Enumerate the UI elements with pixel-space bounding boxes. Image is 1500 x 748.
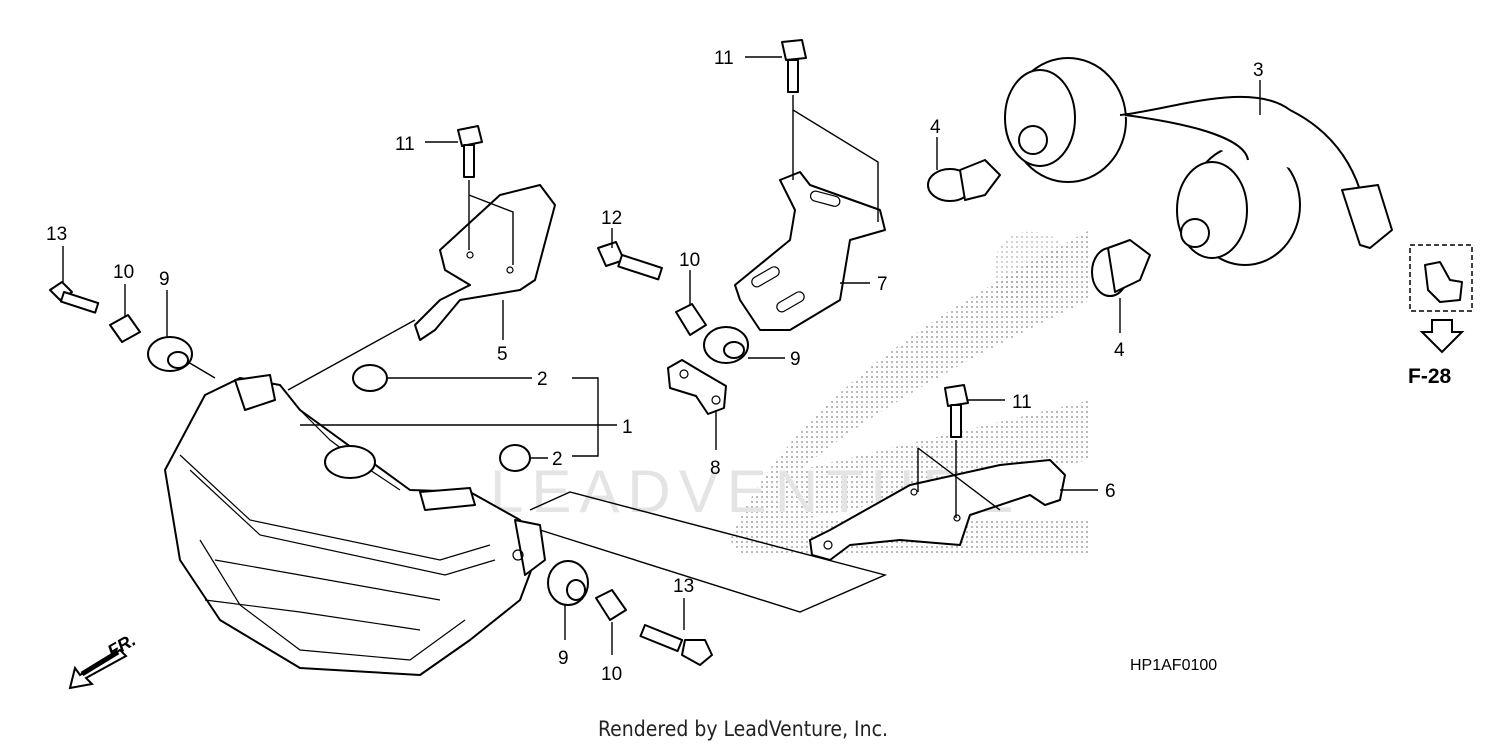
callout-2-lower: 2 [552,449,563,470]
callout-4-lower: 4 [1114,340,1125,361]
bolt-11-bracket7 [781,39,807,93]
callout-8: 8 [710,458,721,479]
callout-3: 3 [1253,60,1264,81]
reference-label: F-28 [1408,365,1452,388]
callout-11-bracket5: 11 [395,134,415,155]
collar-10-bottom [595,589,627,621]
callout-10-bottom: 10 [601,664,622,685]
bolt-11-bracket5 [457,125,483,178]
socket-assembly-3 [1004,57,1393,266]
leader-lines [62,56,1261,655]
bulb-4-upper [927,159,1001,202]
front-direction-arrow [68,648,128,690]
collar-10-left [109,314,141,343]
bracket-6 [809,459,1066,561]
callout-13-bottom: 13 [673,576,694,597]
callout-1: 1 [622,417,633,438]
clamp-8 [667,359,727,415]
callout-10-middle: 10 [679,250,700,271]
bolt-13-bottom [639,624,713,666]
collar-10-middle [675,303,707,336]
callout-9-bottom: 9 [558,648,569,669]
bolt-12 [597,241,663,281]
grommet-9-middle [703,326,749,364]
headlight-assembly [164,374,546,676]
reference-f28-box [1409,244,1473,354]
callout-13-top: 13 [46,224,67,245]
grommet-9-bottom [547,560,589,606]
diagram-code: HP1AF0100 [1130,657,1217,674]
bulb-4-lower [1091,239,1151,297]
callout-6: 6 [1105,481,1116,502]
callout-7: 7 [877,274,888,295]
callout-2-upper: 2 [537,369,548,390]
callout-12: 12 [601,208,622,229]
bracket-7 [734,171,886,331]
callout-9-middle: 9 [790,349,801,370]
grommet-9-left [147,336,193,372]
bolt-13-top [49,281,100,314]
callout-11-top: 11 [714,48,734,69]
callout-9-left: 9 [159,269,170,290]
callout-4-upper: 4 [930,117,941,138]
credit-text: Rendered by LeadVenture, Inc. [598,717,888,741]
bracket-5 [414,184,556,341]
callout-10-left: 10 [113,262,134,283]
collar-2-upper [352,364,388,392]
callout-5: 5 [497,344,508,365]
callout-11-bracket6: 11 [1012,392,1032,413]
bolt-11-bracket6 [944,384,969,438]
collar-2-lower [499,444,531,472]
